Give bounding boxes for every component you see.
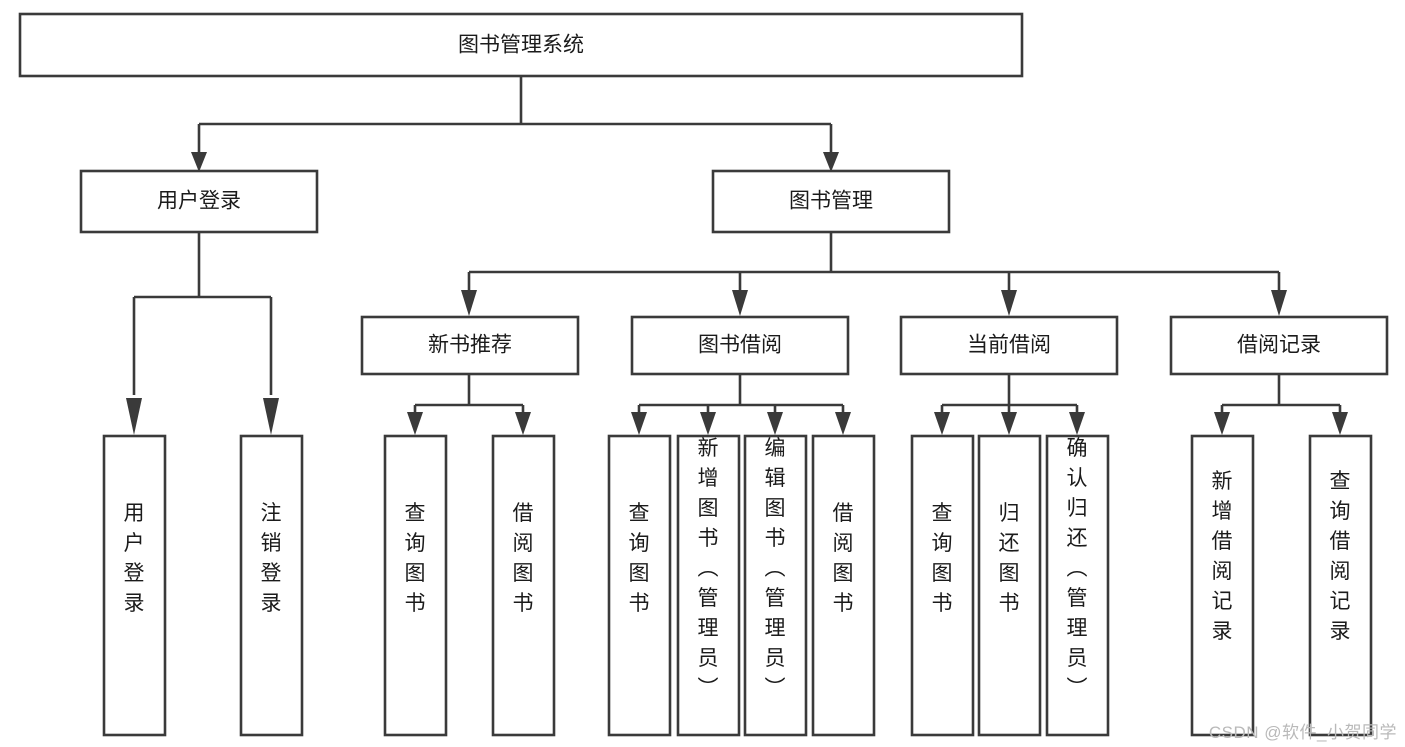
arrow-book-manage-to-book-borrow: [732, 290, 748, 316]
node-leaf-query-record-box[interactable]: [1308, 434, 1373, 737]
node-current-borrow[interactable]: 当前借阅: [899, 315, 1119, 376]
node-new-book-rec[interactable]: 新书推荐: [360, 315, 580, 376]
node-root-label: 图书管理系统: [458, 34, 584, 57]
arrow-new-book-rec-to-borrow-book: [515, 412, 531, 435]
edge-book-borrow-trunk: [637, 374, 845, 415]
node-book-borrow-box[interactable]: [630, 315, 850, 376]
node-book-manage-label: 图书管理: [789, 190, 873, 213]
node-leaf-logout[interactable]: 注销登录: [239, 434, 304, 737]
node-leaf-return-book-label: 归还图书: [999, 502, 1020, 615]
node-leaf-user-login-label: 用户登录: [124, 502, 145, 615]
arrow-borrow-record-to-add-record: [1214, 412, 1230, 435]
node-leaf-query-book-3-box[interactable]: [910, 434, 975, 737]
node-root[interactable]: 图书管理系统: [18, 12, 1024, 78]
node-current-borrow-box[interactable]: [899, 315, 1119, 376]
node-leaf-user-login[interactable]: 用户登录: [102, 434, 167, 737]
node-leaf-borrow-book-2-label: 借阅图书: [833, 502, 854, 615]
arrow-current-borrow-to-confirm-return: [1069, 412, 1085, 435]
node-new-book-rec-label: 新书推荐: [428, 334, 512, 357]
node-leaf-return-book-box[interactable]: [977, 434, 1042, 737]
node-leaf-borrow-book-1[interactable]: 借阅图书: [491, 434, 556, 737]
node-leaf-borrow-book-1-box[interactable]: [491, 434, 556, 737]
arrow-user-login-to-leaf-logout: [263, 398, 279, 435]
arrow-book-borrow-to-edit-book: [767, 412, 783, 435]
node-leaf-user-login-box[interactable]: [102, 434, 167, 737]
node-borrow-record[interactable]: 借阅记录: [1169, 315, 1389, 376]
edge-user-login-trunk: [132, 232, 273, 395]
node-borrow-record-label: 借阅记录: [1237, 334, 1321, 357]
node-leaf-borrow-book-1-label: 借阅图书: [513, 502, 534, 615]
node-leaf-add-book[interactable]: 新增图书︵管理员︶: [676, 434, 741, 737]
node-leaf-add-book-box[interactable]: [676, 434, 741, 737]
node-leaf-confirm-return[interactable]: 确认归还︵管理员︶: [1045, 434, 1110, 737]
node-leaf-edit-book-label: 编辑图书︵管理员︶: [765, 437, 786, 700]
arrow-root-to-book-manage: [823, 152, 839, 172]
arrow-book-borrow-to-query-book: [631, 412, 647, 435]
edge-root-trunk: [197, 76, 833, 158]
arrow-book-manage-to-new-book-rec: [461, 290, 477, 316]
node-root-box[interactable]: [18, 12, 1024, 78]
node-leaf-edit-book-box[interactable]: [743, 434, 808, 737]
node-user-login[interactable]: 用户登录: [79, 169, 319, 234]
connector-layer: [126, 76, 1348, 435]
node-leaf-query-book-1[interactable]: 查询图书: [383, 434, 448, 737]
arrow-book-borrow-to-add-book: [700, 412, 716, 435]
node-book-borrow-label: 图书借阅: [698, 334, 782, 357]
node-borrow-record-box[interactable]: [1169, 315, 1389, 376]
edge-current-borrow-trunk: [940, 374, 1079, 415]
node-leaf-query-book-2[interactable]: 查询图书: [607, 434, 672, 737]
node-book-borrow[interactable]: 图书借阅: [630, 315, 850, 376]
arrow-borrow-record-to-query-record: [1332, 412, 1348, 435]
node-book-manage[interactable]: 图书管理: [711, 169, 951, 234]
node-leaf-logout-label: 注销登录: [261, 502, 282, 615]
node-leaf-query-book-2-label: 查询图书: [629, 502, 650, 615]
node-leaf-add-book-label: 新增图书︵管理员︶: [698, 437, 719, 700]
arrow-book-borrow-to-borrow-book: [835, 412, 851, 435]
node-leaf-confirm-return-box[interactable]: [1045, 434, 1110, 737]
node-leaf-add-record[interactable]: 新增借阅记录: [1190, 434, 1255, 737]
node-leaf-query-book-2-box[interactable]: [607, 434, 672, 737]
node-leaf-query-book-1-box[interactable]: [383, 434, 448, 737]
node-leaf-borrow-book-2-box[interactable]: [811, 434, 876, 737]
arrow-root-to-user-login: [191, 152, 207, 172]
arrow-current-borrow-to-query-book: [934, 412, 950, 435]
node-leaf-logout-box[interactable]: [239, 434, 304, 737]
node-leaf-add-record-box[interactable]: [1190, 434, 1255, 737]
node-leaf-query-book-3-label: 查询图书: [932, 502, 953, 615]
arrow-book-manage-to-borrow-record: [1271, 290, 1287, 316]
node-leaf-edit-book[interactable]: 编辑图书︵管理员︶: [743, 434, 808, 737]
node-new-book-rec-box[interactable]: [360, 315, 580, 376]
node-leaf-query-record-label: 查询借阅记录: [1330, 470, 1351, 643]
edge-book-manage-trunk: [467, 232, 1281, 295]
arrow-book-manage-to-current-borrow: [1001, 290, 1017, 316]
node-leaf-return-book[interactable]: 归还图书: [977, 434, 1042, 737]
node-leaf-query-book-3[interactable]: 查询图书: [910, 434, 975, 737]
node-user-login-label: 用户登录: [157, 190, 241, 213]
node-current-borrow-label: 当前借阅: [967, 334, 1051, 357]
node-leaf-borrow-book-2[interactable]: 借阅图书: [811, 434, 876, 737]
edge-borrow-record-trunk: [1220, 374, 1342, 415]
edge-new-book-rec-trunk: [413, 374, 525, 415]
node-leaf-query-book-1-label: 查询图书: [405, 502, 426, 615]
node-user-login-box[interactable]: [79, 169, 319, 234]
node-book-manage-box[interactable]: [711, 169, 951, 234]
node-leaf-confirm-return-label: 确认归还︵管理员︶: [1067, 437, 1088, 700]
arrow-new-book-rec-to-query-book: [407, 412, 423, 435]
node-leaf-query-record[interactable]: 查询借阅记录: [1308, 434, 1373, 737]
arrow-current-borrow-to-return-book: [1001, 412, 1017, 435]
arrow-user-login-to-leaf-login: [126, 398, 142, 435]
node-leaf-add-record-label: 新增借阅记录: [1212, 470, 1233, 643]
